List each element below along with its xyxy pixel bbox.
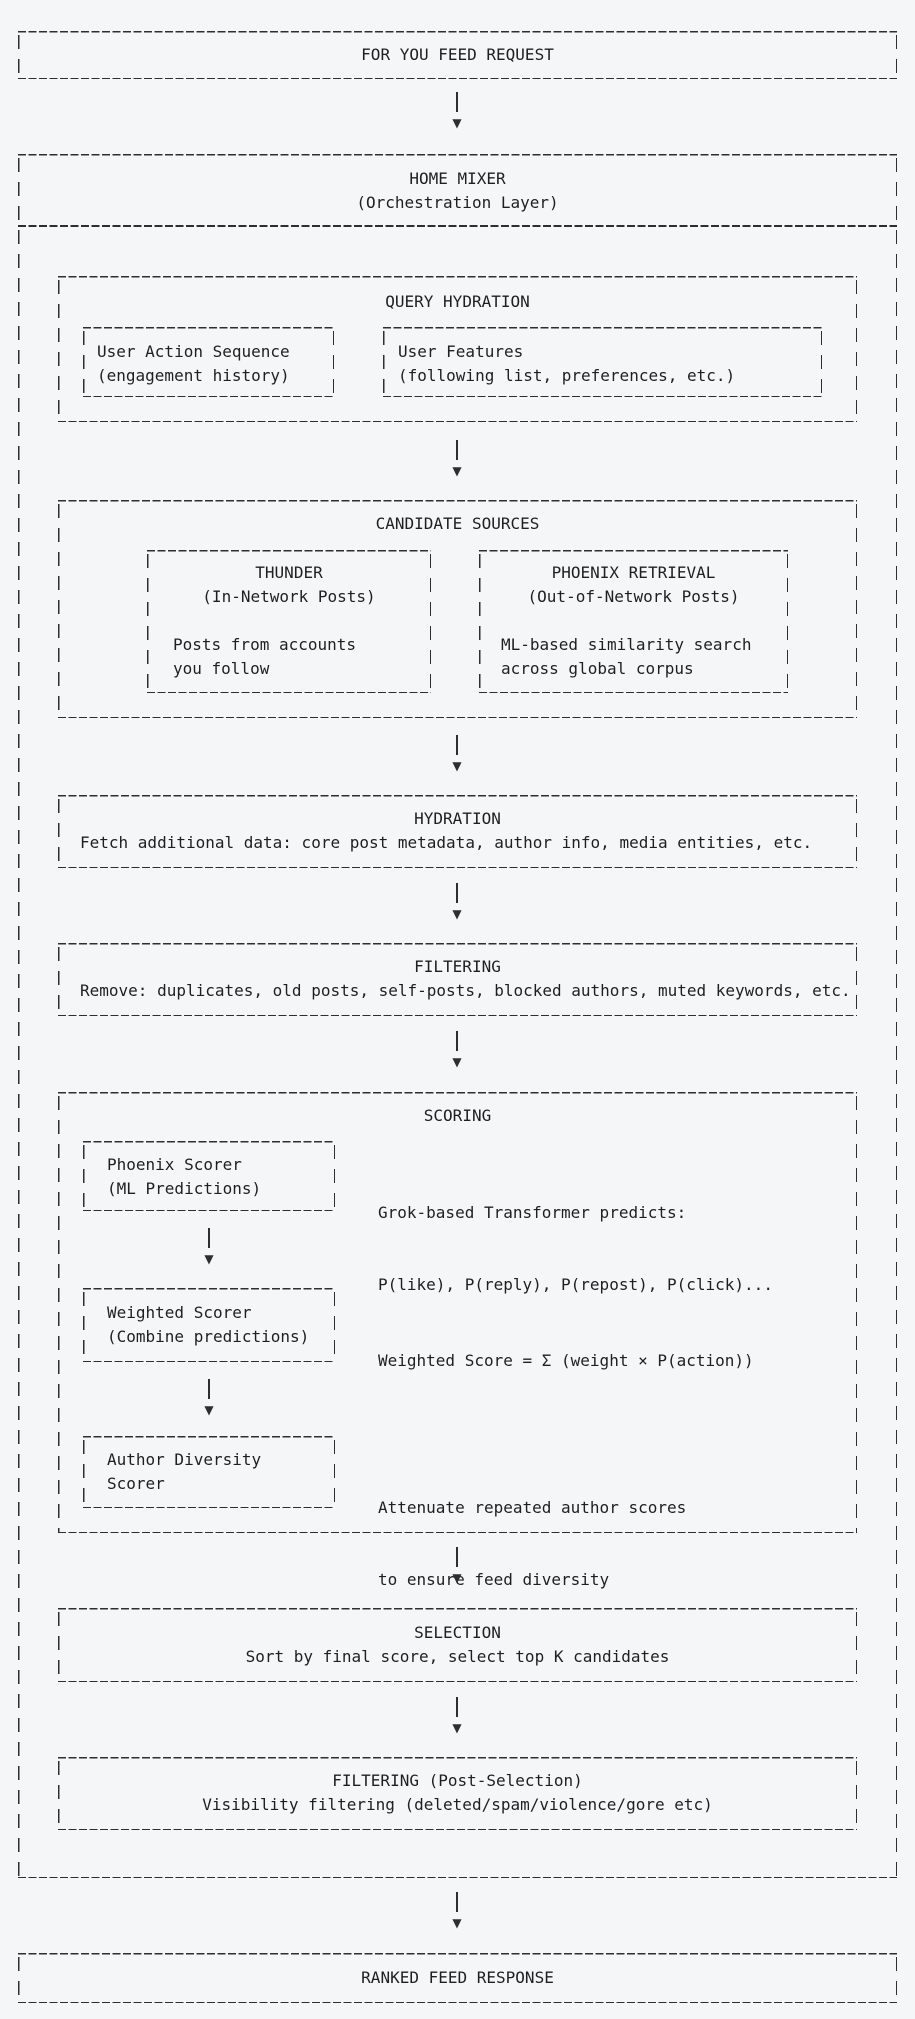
node-selection: SELECTION Sort by final score, select to… [58, 1608, 857, 1682]
node-line: (Combine predictions) [107, 1327, 310, 1346]
node-phoenix-retrieval: PHOENIX RETRIEVAL (Out-of-Network Posts)… [479, 550, 788, 693]
note-line: Attenuate repeated author scores [378, 1498, 687, 1517]
flow-arrow-3: ▼ [444, 735, 470, 772]
node-title: THUNDER [255, 563, 323, 582]
note-line: Grok-based Transformer predicts: [378, 1203, 687, 1222]
node-desc: Posts from accounts [173, 635, 357, 654]
node-title: PHOENIX RETRIEVAL [551, 563, 716, 582]
flow-arrow-7: ▼ [444, 1697, 470, 1734]
home-mixer-header: HOME MIXER (Orchestration Layer) [18, 154, 897, 215]
node-desc: Sort by final score, select top K candid… [245, 1647, 670, 1666]
arrow-stem [456, 440, 458, 460]
arrow-down-icon: ▼ [452, 1721, 462, 1735]
node-subtitle: (Out-of-Network Posts) [527, 587, 740, 606]
node-line: Scorer [107, 1474, 165, 1493]
arrow-down-icon: ▼ [204, 1252, 214, 1266]
home-mixer-title: HOME MIXER [409, 169, 506, 188]
node-user-action-sequence: User Action Sequence (engagement history… [83, 327, 334, 397]
node-title: FILTERING [414, 957, 501, 976]
arrow-down-icon: ▼ [452, 464, 462, 478]
arrow-stem [456, 1697, 458, 1717]
node-filtering: FILTERING Remove: duplicates, old posts,… [58, 943, 857, 1016]
node-subtitle: (In-Network Posts) [202, 587, 376, 606]
arrow-down-icon: ▼ [452, 1055, 462, 1069]
node-desc: Visibility filtering (deleted/spam/viole… [202, 1795, 713, 1814]
node-desc: across global corpus [501, 659, 694, 678]
node-thunder: THUNDER (In-Network Posts) Posts from ac… [147, 550, 431, 693]
node-post-selection-filtering: FILTERING (Post-Selection) Visibility fi… [58, 1757, 857, 1830]
arrow-stem [456, 92, 458, 112]
node-user-features: User Features (following list, preferenc… [383, 327, 822, 397]
candidate-sources-title: CANDIDATE SOURCES [375, 514, 540, 533]
flow-arrow-8: ▼ [444, 1892, 470, 1929]
flow-arrow-1: ▼ [444, 92, 470, 129]
arrow-down-icon: ▼ [204, 1403, 214, 1417]
note-line: Weighted Score = Σ (weight × P(action)) [378, 1351, 754, 1370]
node-hydration: HYDRATION Fetch additional data: core po… [58, 795, 857, 868]
node-ranked-feed-response: RANKED FEED RESPONSE [18, 1953, 897, 2003]
node-line: Weighted Scorer [107, 1303, 252, 1322]
node-desc: ML-based similarity search [501, 635, 752, 654]
arrow-down-icon: ▼ [452, 1916, 462, 1930]
node-weighted-scorer: Weighted Scorer (Combine predictions) [83, 1288, 335, 1362]
author-diversity-note: Attenuate repeated author scores to ensu… [378, 1448, 686, 1640]
node-line: User Action Sequence [97, 342, 290, 361]
arrow-down-icon: ▼ [452, 116, 462, 130]
flow-arrow-5: ▼ [444, 1031, 470, 1068]
arrow-stem [208, 1228, 210, 1248]
node-desc: Remove: duplicates, old posts, self-post… [80, 981, 851, 1000]
query-hydration-title: QUERY HYDRATION [385, 292, 530, 311]
scoring-arrow-2: ▼ [196, 1379, 222, 1416]
node-title: RANKED FEED RESPONSE [361, 1968, 554, 1987]
arrow-down-icon: ▼ [452, 759, 462, 773]
arrow-down-icon: ▼ [452, 907, 462, 921]
arrow-stem [456, 1547, 458, 1567]
node-title: FOR YOU FEED REQUEST [361, 45, 554, 64]
node-line: (engagement history) [97, 366, 290, 385]
node-line: (following list, preferences, etc.) [398, 366, 736, 385]
arrow-stem [456, 735, 458, 755]
node-line: User Features [398, 342, 524, 361]
node-line: (ML Predictions) [107, 1179, 262, 1198]
scoring-title: SCORING [423, 1106, 492, 1125]
arrow-down-icon: ▼ [452, 1571, 462, 1585]
note-line: to ensure feed diversity [378, 1570, 610, 1589]
flow-arrow-2: ▼ [444, 440, 470, 477]
home-mixer-subtitle: (Orchestration Layer) [356, 193, 559, 212]
node-phoenix-scorer: Phoenix Scorer (ML Predictions) [83, 1141, 335, 1211]
node-for-you-feed-request: FOR YOU FEED REQUEST [18, 31, 897, 79]
node-desc: Fetch additional data: core post metadat… [80, 833, 813, 852]
node-line: Phoenix Scorer [107, 1155, 242, 1174]
flow-arrow-4: ▼ [444, 883, 470, 920]
phoenix-scorer-note: Grok-based Transformer predicts: P(like)… [378, 1153, 773, 1345]
node-title: HYDRATION [414, 809, 501, 828]
arrow-stem [456, 1892, 458, 1912]
scoring-arrow-1: ▼ [196, 1228, 222, 1265]
weighted-scorer-note: Weighted Score = Σ (weight × P(action)) [378, 1301, 754, 1421]
node-desc: you follow [173, 659, 270, 678]
home-mixer-header-divider [18, 225, 897, 227]
flow-arrow-6: ▼ [444, 1547, 470, 1584]
node-title: SELECTION [414, 1623, 501, 1642]
arrow-stem [208, 1379, 210, 1399]
note-line: P(like), P(reply), P(repost), P(click)..… [378, 1275, 773, 1294]
node-line: Author Diversity [107, 1450, 262, 1469]
node-title: FILTERING (Post-Selection) [332, 1771, 583, 1790]
node-author-diversity-scorer: Author Diversity Scorer [83, 1436, 335, 1508]
arrow-stem [456, 1031, 458, 1051]
arrow-stem [456, 883, 458, 903]
